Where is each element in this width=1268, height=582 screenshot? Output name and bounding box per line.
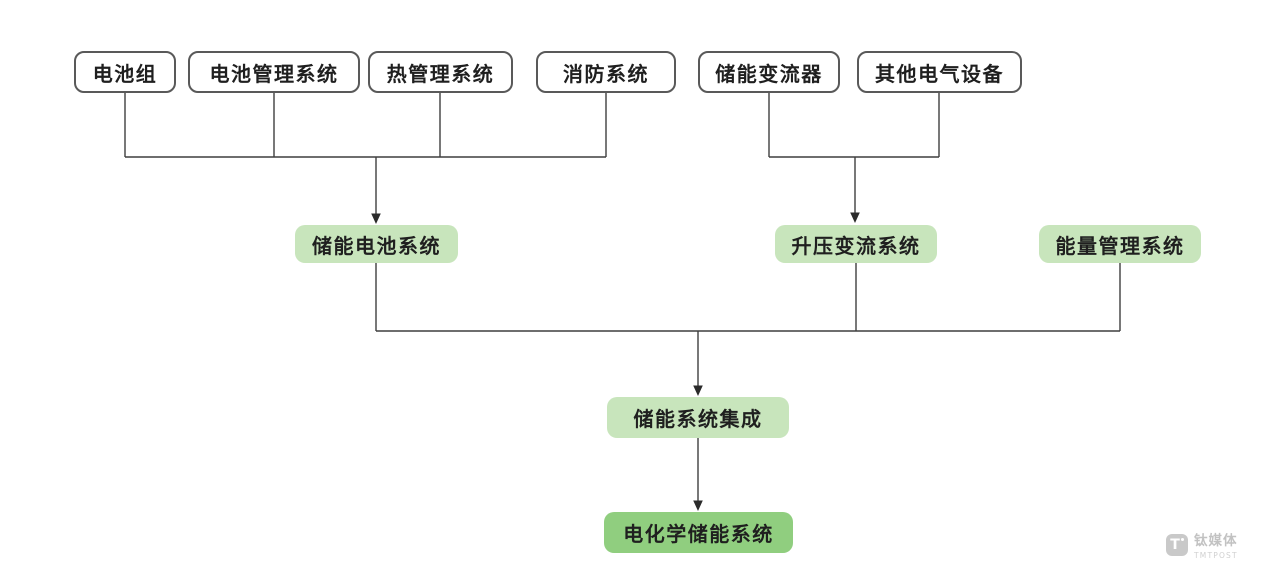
- node-other-electrical-equipment: 其他电气设备: [857, 51, 1022, 93]
- node-storage-system-integration: 储能系统集成: [607, 397, 789, 438]
- tmtpost-watermark: T 钛媒体 TMTPOST: [1166, 534, 1238, 559]
- node-storage-battery-system: 储能电池系统: [295, 225, 458, 263]
- arrow-shafts: [375, 157, 856, 501]
- node-thermal-management-system: 热管理系统: [368, 51, 513, 93]
- watermark-subtext: TMTPOST: [1194, 550, 1238, 560]
- node-battery-pack: 电池组: [74, 51, 176, 93]
- node-boost-converter-system: 升压变流系统: [775, 225, 937, 263]
- node-storage-converter: 储能变流器: [698, 51, 840, 93]
- connector-bus-left: [124, 93, 607, 158]
- node-energy-management-system: 能量管理系统: [1039, 225, 1201, 263]
- tmtpost-logo-letter: T: [1170, 537, 1180, 553]
- tmtpost-logo-dot: [1181, 538, 1184, 541]
- connector-bus-mid: [375, 263, 1121, 332]
- node-battery-management-system: 电池管理系统: [188, 51, 360, 93]
- node-fire-protection-system: 消防系统: [536, 51, 676, 93]
- node-electrochemical-storage-system: 电化学储能系统: [604, 512, 793, 553]
- watermark-text: 钛媒体 TMTPOST: [1194, 534, 1238, 559]
- tmtpost-logo-icon: T: [1166, 534, 1188, 556]
- connector-bus-right: [768, 93, 940, 158]
- watermark-brand: 钛媒体: [1194, 533, 1238, 549]
